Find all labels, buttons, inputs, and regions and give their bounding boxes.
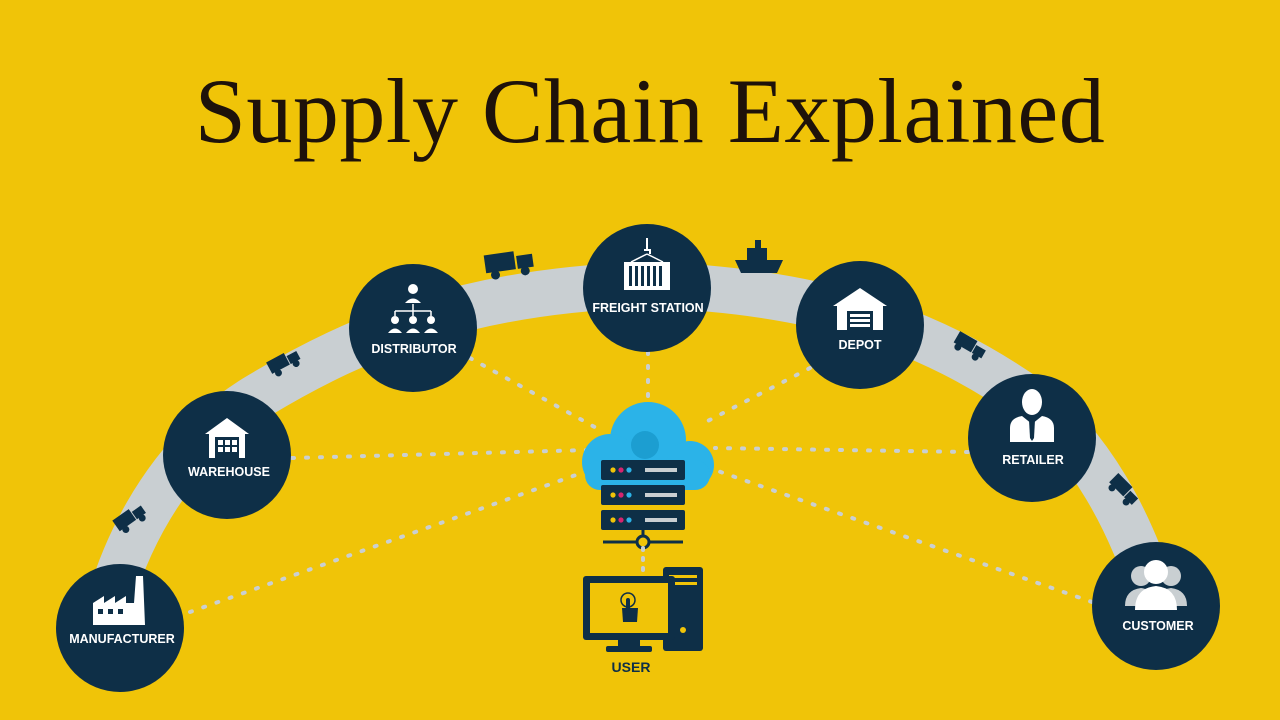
connector-retailer [713,446,970,454]
connector-warehouse [290,448,592,460]
connector-depot [698,366,812,427]
org-chart-icon [388,284,438,333]
node-label-customer: CUSTOMER [1122,619,1193,633]
connector-distributor [468,356,602,432]
warehouse-icon [205,418,249,458]
server-icon [601,460,685,578]
node-retailer: RETAILER [968,374,1096,502]
businessman-icon [1010,389,1054,442]
people-icon [1125,560,1187,610]
truck-icon [266,350,301,377]
truck-icon [953,331,986,361]
node-distributor: DISTRIBUTOR [349,264,477,392]
shipping-container-icon [624,238,670,290]
truck-icon [112,505,146,533]
node-label-distributor: DISTRIBUTOR [371,342,456,356]
connector-manufacturer [188,468,592,614]
node-label-retailer: RETAILER [1002,453,1064,467]
pointer-hand-icon [620,592,638,622]
node-warehouse: WAREHOUSE [163,391,291,519]
node-depot: DEPOT [796,261,924,389]
garage-icon [833,288,887,330]
node-label-freight-station: FREIGHT STATION [592,301,703,315]
node-customer: CUSTOMER [1092,542,1220,670]
ship-icon [735,240,783,273]
computer-icon [583,567,703,652]
node-label-warehouse: WAREHOUSE [188,465,270,479]
page-title: Supply Chain Explained [194,60,1106,162]
gear-icon [631,431,659,459]
truck-icon [1108,473,1139,506]
node-label-manufacturer: MANUFACTURER [69,632,175,646]
node-manufacturer: MANUFACTURER [56,564,184,692]
user-label: USER [612,659,651,675]
node-label-depot: DEPOT [838,338,881,352]
node-freight-station: FREIGHT STATION [583,224,711,352]
factory-icon [93,576,145,625]
connector-customer [713,468,1094,604]
network-connectors [188,350,1094,614]
truck-icon [483,251,534,280]
